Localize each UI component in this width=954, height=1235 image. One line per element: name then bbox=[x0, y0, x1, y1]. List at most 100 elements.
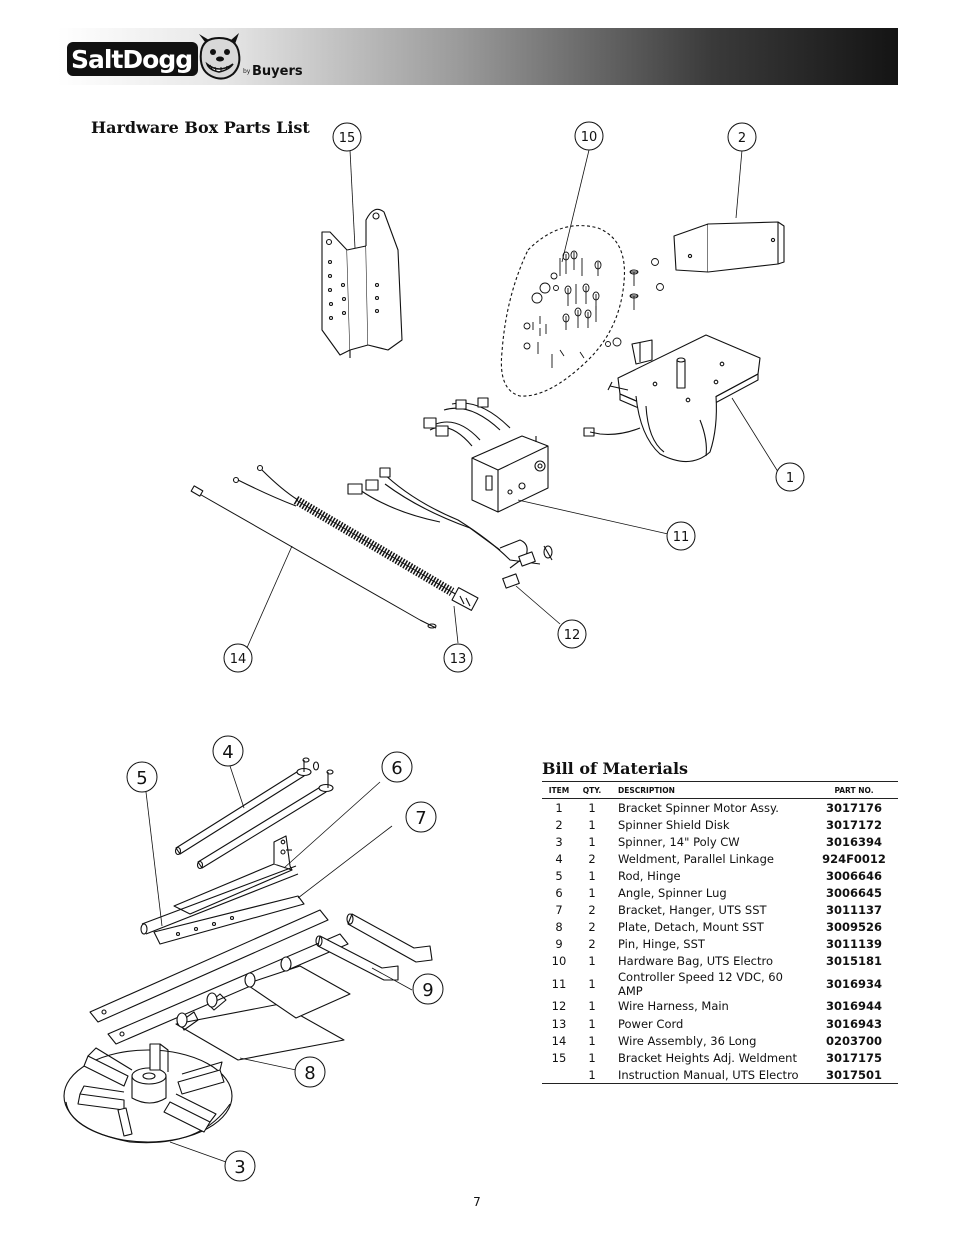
callout-4: 4 bbox=[222, 742, 233, 763]
callout-2: 2 bbox=[738, 131, 746, 146]
bom-cell-description: Power Cord bbox=[618, 1016, 684, 1031]
part-12-main-wire-harness bbox=[347, 397, 553, 589]
upper-leader-lines bbox=[245, 149, 781, 651]
bom-cell-description: Bracket Spinner Motor Assy. bbox=[618, 800, 779, 815]
bom-cell-item: 14 bbox=[551, 1033, 567, 1048]
bom-cell-part: 3009526 bbox=[825, 920, 882, 935]
table-row: 3 1 Spinner, 14" Poly CW 3016394 bbox=[542, 833, 898, 850]
bom-cell-item bbox=[542, 1066, 576, 1085]
part-13-power-cord bbox=[232, 464, 479, 611]
bulldog-mascot-icon bbox=[199, 33, 241, 80]
part-8-detach-plates bbox=[175, 956, 351, 1061]
bom-cell-part: 3006645 bbox=[825, 886, 882, 901]
bom-cell-part: 3017176 bbox=[825, 800, 882, 815]
bom-cell-qty: 1 bbox=[588, 1016, 596, 1031]
bom-cell-part: 0203700 bbox=[825, 1033, 882, 1048]
part-3-spinner-disk bbox=[63, 1043, 233, 1144]
bom-cell-description: Plate, Detach, Mount SST bbox=[618, 920, 764, 935]
bom-cell-description: Wire Assembly, 36 Long bbox=[618, 1033, 757, 1048]
logo-by-text: by bbox=[243, 68, 251, 75]
part-6-angle-spinner-lug bbox=[173, 835, 293, 915]
bom-cell-part: 3016943 bbox=[825, 1016, 882, 1031]
bom-cell-qty: 1 bbox=[588, 800, 596, 815]
part-4-parallel-linkage bbox=[174, 757, 334, 870]
bom-cell-description: Controller Speed 12 VDC, 60 AMP bbox=[618, 969, 783, 998]
table-row: 4 2 Weldment, Parallel Linkage 924F0012 bbox=[542, 850, 898, 867]
bom-cell-item: 10 bbox=[551, 954, 567, 969]
part-1-spinner-motor-bracket bbox=[583, 334, 761, 463]
bom-cell-item: 7 bbox=[555, 903, 563, 918]
bom-cell-description: Instruction Manual, UTS Electro bbox=[608, 1066, 810, 1085]
bom-cell-qty: 1 bbox=[588, 954, 596, 969]
bom-cell-part: 3011139 bbox=[825, 937, 882, 952]
part-11-controller bbox=[471, 435, 549, 513]
bom-header-item: ITEM bbox=[542, 783, 576, 799]
bom-cell-qty: 2 bbox=[588, 937, 596, 952]
bom-cell-part: 3006646 bbox=[825, 868, 882, 883]
bom-cell-description: Pin, Hinge, SST bbox=[618, 937, 705, 952]
bom-cell-part: 3015181 bbox=[825, 954, 882, 969]
callout-8: 8 bbox=[304, 1063, 315, 1084]
bom-cell-description: Bracket, Hanger, UTS SST bbox=[618, 903, 767, 918]
bom-cell-qty: 1 bbox=[588, 1033, 596, 1048]
bom-cell-qty: 2 bbox=[588, 851, 596, 866]
bom-cell-part: 924F0012 bbox=[822, 851, 886, 866]
callout-10: 10 bbox=[581, 130, 598, 145]
callout-9: 9 bbox=[422, 980, 433, 1001]
callout-3: 3 bbox=[234, 1157, 245, 1178]
bom-cell-qty: 1 bbox=[576, 1066, 608, 1085]
callout-6: 6 bbox=[391, 758, 402, 779]
callout-15: 15 bbox=[339, 131, 356, 146]
callout-1: 1 bbox=[786, 471, 794, 486]
bom-title: Bill of Materials bbox=[542, 759, 689, 778]
callout-7: 7 bbox=[415, 808, 426, 829]
bom-cell-item: 11 bbox=[551, 976, 567, 991]
callout-markers bbox=[126, 121, 805, 1182]
lower-leader-lines bbox=[145, 765, 413, 1163]
bom-header-description: DESCRIPTION bbox=[608, 783, 810, 799]
bom-top-rule bbox=[542, 781, 898, 782]
bom-cell-description: Spinner, 14" Poly CW bbox=[618, 834, 740, 849]
bom-cell-description: Rod, Hinge bbox=[618, 868, 681, 883]
bom-cell-description: Angle, Spinner Lug bbox=[618, 886, 727, 901]
bom-cell-qty: 1 bbox=[588, 817, 596, 832]
saltdogg-logo: SaltDogg by Buyers bbox=[67, 33, 307, 84]
bom-cell-item: 6 bbox=[555, 886, 563, 901]
bom-cell-qty: 2 bbox=[588, 903, 596, 918]
bom-cell-part: 3016944 bbox=[825, 999, 882, 1014]
bom-cell-part: 3016394 bbox=[825, 834, 882, 849]
bom-header-qty: QTY. bbox=[576, 783, 608, 799]
bom-cell-part: 3017172 bbox=[825, 817, 882, 832]
callout-labels: 15 10 2 1 11 12 13 14 4 5 6 7 9 8 3 bbox=[136, 130, 794, 1178]
bom-cell-item: 3 bbox=[555, 834, 563, 849]
bom-cell-qty: 1 bbox=[588, 834, 596, 849]
bom-cell-item: 15 bbox=[551, 1050, 567, 1065]
table-row: 7 2 Bracket, Hanger, UTS SST 3011137 bbox=[542, 902, 898, 919]
part-10-hardware-bag bbox=[500, 225, 626, 397]
table-row: 14 1 Wire Assembly, 36 Long 0203700 bbox=[542, 1032, 898, 1049]
bom-cell-item: 5 bbox=[555, 868, 563, 883]
bom-header-row: ITEM QTY. DESCRIPTION PART NO. bbox=[542, 783, 898, 799]
bom-cell-description: Hardware Bag, UTS Electro bbox=[618, 954, 774, 969]
bom-cell-part: 3011137 bbox=[825, 903, 882, 918]
bom-cell-item: 4 bbox=[555, 851, 563, 866]
bom-cell-qty: 2 bbox=[588, 920, 596, 935]
logo-brand-text: SaltDogg bbox=[71, 44, 193, 74]
loose-fasteners bbox=[605, 258, 664, 347]
bom-cell-item: 9 bbox=[555, 937, 563, 952]
bom-cell-item: 12 bbox=[551, 999, 567, 1014]
bom-cell-part: 3017175 bbox=[825, 1050, 882, 1065]
callout-12: 12 bbox=[564, 628, 581, 643]
bom-cell-description: Weldment, Parallel Linkage bbox=[618, 851, 774, 866]
bom-cell-qty: 1 bbox=[588, 1050, 596, 1065]
